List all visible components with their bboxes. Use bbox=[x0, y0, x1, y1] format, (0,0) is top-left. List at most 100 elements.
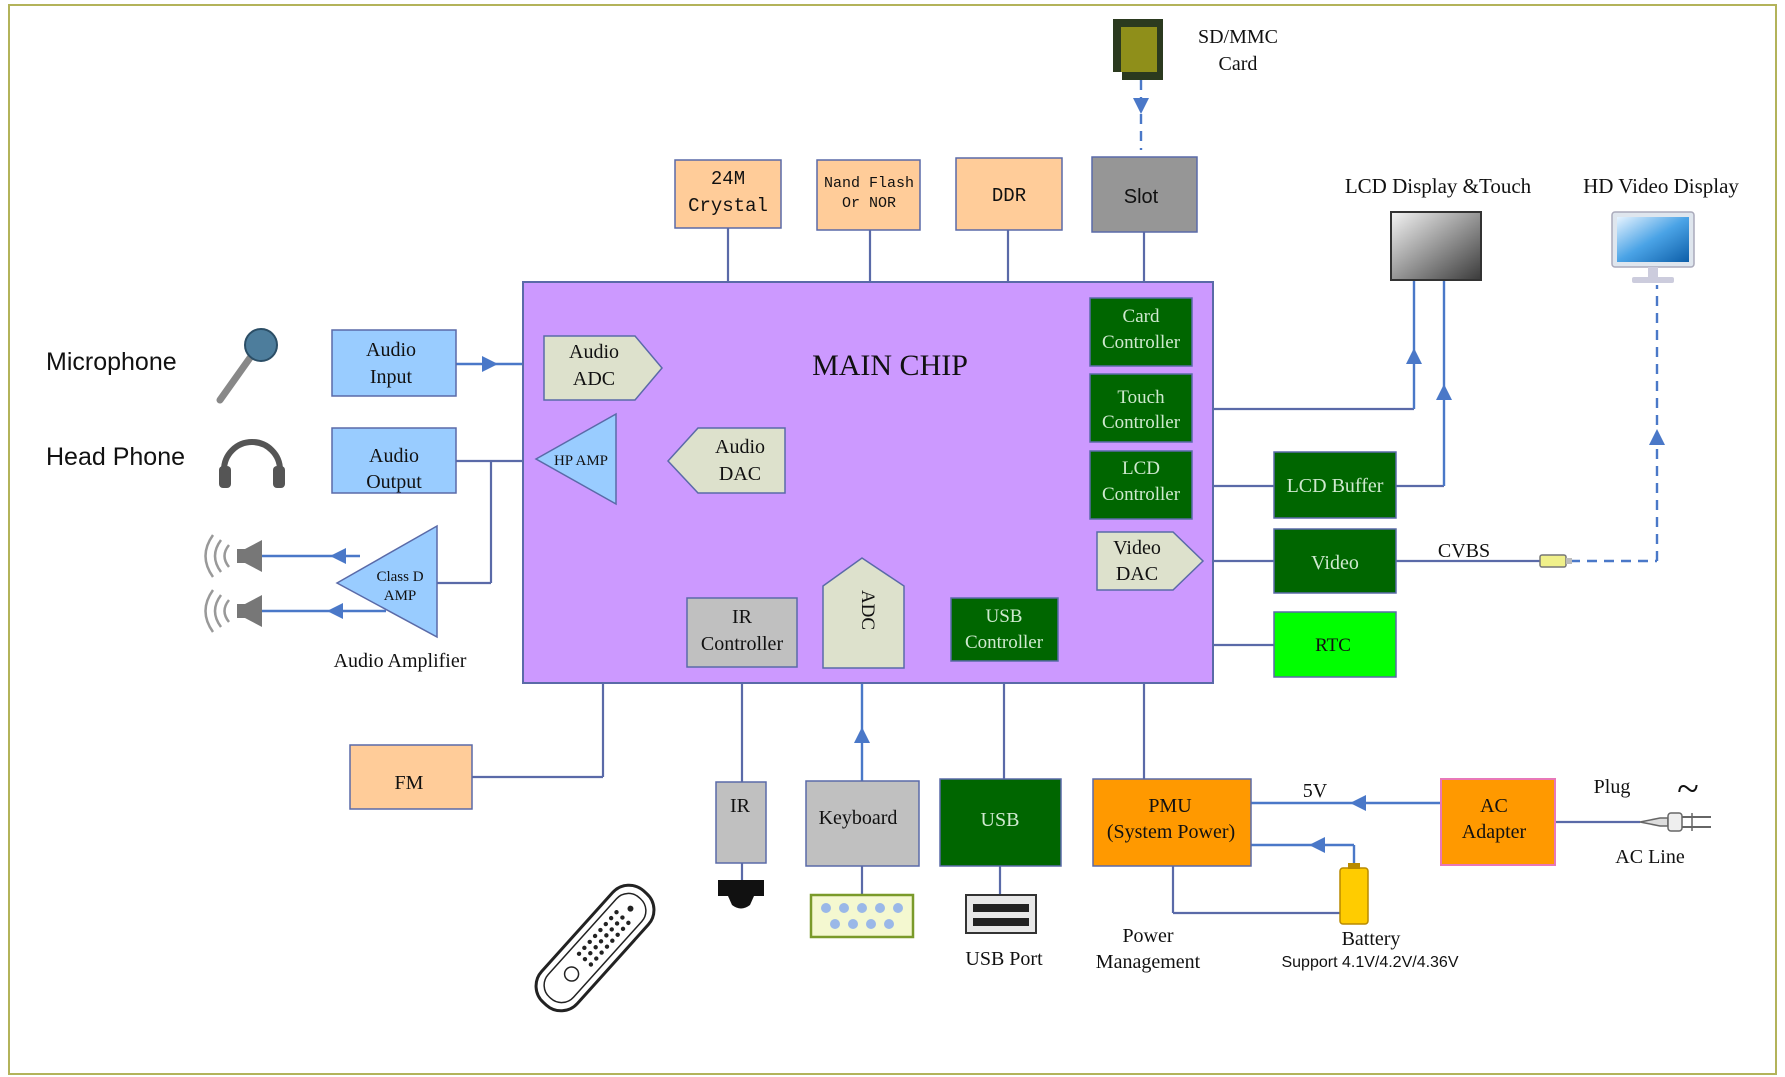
crystal-block bbox=[674, 159, 782, 229]
touch-controller-line2: Controller bbox=[1102, 412, 1181, 433]
battery-support-label: Support 4.1V/4.2V/4.36V bbox=[1281, 954, 1458, 971]
lcd-buffer-label: LCD Buffer bbox=[1287, 475, 1384, 497]
adc-block bbox=[822, 557, 905, 669]
ir-sensor-icon bbox=[718, 880, 764, 909]
ir-label: IR bbox=[730, 795, 751, 817]
ac-adapter-block bbox=[1440, 778, 1556, 866]
nand-line2: Or NOR bbox=[842, 195, 896, 212]
touch-controller-line1: Touch bbox=[1117, 387, 1165, 408]
card-controller-line2: Controller bbox=[1102, 332, 1181, 353]
arrow-speaker-2 bbox=[327, 603, 343, 619]
ddr-block bbox=[955, 157, 1063, 231]
arrow-speaker-1 bbox=[330, 548, 346, 564]
pmu-block bbox=[1092, 778, 1252, 867]
audio-dac-line2: DAC bbox=[719, 463, 761, 485]
arrow-5v bbox=[1350, 795, 1366, 811]
microphone-icon bbox=[216, 328, 278, 404]
cvbs-label: CVBS bbox=[1438, 540, 1490, 562]
lcd-display-label: LCD Display &Touch bbox=[1345, 174, 1532, 198]
audio-output-block bbox=[331, 427, 457, 494]
usb-controller-block bbox=[950, 597, 1059, 662]
arrow-buffer bbox=[1436, 384, 1452, 400]
lcd-controller-line2: Controller bbox=[1102, 484, 1181, 505]
lcd-controller-line1: LCD bbox=[1122, 458, 1160, 479]
hd-display-label: HD Video Display bbox=[1583, 174, 1739, 198]
remote-control-icon bbox=[534, 883, 656, 1013]
pmu-line2: (System Power) bbox=[1107, 821, 1235, 843]
speaker-icon bbox=[204, 589, 262, 633]
usb-port-label: USB Port bbox=[965, 948, 1043, 970]
class-d-amp-block bbox=[335, 524, 438, 639]
slot-label: Slot bbox=[1124, 186, 1159, 208]
ac-adapter-line1: AC bbox=[1480, 795, 1508, 817]
arrow-touch bbox=[1406, 348, 1422, 364]
audio-adc-line2: ADC bbox=[573, 368, 615, 390]
audio-output-line2: Output bbox=[366, 471, 422, 493]
ddr-label: DDR bbox=[992, 185, 1026, 207]
ir-controller-block bbox=[686, 597, 798, 668]
headphone-label: Head Phone bbox=[46, 443, 185, 471]
arrow-sd bbox=[1133, 98, 1149, 114]
video-dac-line1: Video bbox=[1113, 537, 1161, 559]
audio-adc-block bbox=[543, 335, 663, 401]
audio-dac-block bbox=[666, 427, 786, 494]
audio-input-block bbox=[331, 329, 457, 397]
class-d-amp-line2: AMP bbox=[384, 588, 417, 604]
keypad-icon bbox=[809, 893, 915, 939]
usb-label: USB bbox=[981, 809, 1020, 831]
arrow-battery bbox=[1309, 837, 1325, 853]
card-controller-line1: Card bbox=[1123, 306, 1160, 327]
ir-block bbox=[715, 781, 767, 864]
hp-amp-label: HP AMP bbox=[554, 453, 608, 469]
rtc-block bbox=[1273, 611, 1397, 678]
ac-tilde-symbol: ~ bbox=[1677, 766, 1699, 811]
speaker-icon bbox=[204, 534, 262, 578]
arrow-audio-input bbox=[482, 356, 498, 372]
audio-amplifier-label: Audio Amplifier bbox=[334, 650, 467, 672]
crystal-line2: Crystal bbox=[688, 195, 768, 217]
plug-label: Plug bbox=[1594, 776, 1631, 798]
crystal-line1: 24M bbox=[711, 168, 745, 190]
usb-controller-line2: Controller bbox=[965, 632, 1044, 653]
touch-controller-block bbox=[1089, 373, 1193, 443]
audio-output-line1: Audio bbox=[369, 445, 419, 467]
battery-label: Battery bbox=[1342, 928, 1401, 950]
microphone-label: Microphone bbox=[46, 348, 177, 376]
pmu-line1: PMU bbox=[1148, 795, 1192, 817]
keyboard-block bbox=[805, 780, 920, 867]
diagram-frame bbox=[8, 4, 1777, 1075]
audio-input-line2: Input bbox=[370, 366, 413, 388]
nand-block bbox=[816, 159, 921, 231]
ac-line-label: AC Line bbox=[1615, 846, 1685, 868]
class-d-amp-line1: Class D bbox=[376, 569, 423, 585]
keyboard-label: Keyboard bbox=[819, 807, 898, 829]
usb-port-icon bbox=[965, 894, 1037, 934]
sd-card-line2: Card bbox=[1219, 53, 1258, 75]
arrow-keyboard bbox=[854, 727, 870, 743]
card-controller-block bbox=[1089, 297, 1193, 367]
usb-controller-line1: USB bbox=[986, 606, 1023, 627]
sd-card-icon bbox=[1113, 19, 1163, 80]
ac-adapter-line2: Adapter bbox=[1462, 821, 1527, 843]
audio-input-line1: Audio bbox=[366, 339, 416, 361]
main-chip-title: MAIN CHIP bbox=[812, 349, 968, 382]
video-dac-block bbox=[1096, 531, 1205, 591]
audio-adc-line1: Audio bbox=[569, 341, 619, 363]
video-block bbox=[1273, 528, 1397, 594]
video-dac-line2: DAC bbox=[1116, 563, 1158, 585]
video-label: Video bbox=[1311, 552, 1359, 574]
hp-amp-block bbox=[534, 412, 617, 506]
ir-controller-line1: IR bbox=[732, 606, 753, 628]
arrow-hd bbox=[1649, 429, 1665, 445]
usb-block bbox=[939, 778, 1062, 867]
nand-line1: Nand Flash bbox=[824, 175, 914, 192]
lcd-display-icon bbox=[1390, 211, 1482, 281]
five-v-label: 5V bbox=[1303, 780, 1328, 802]
power-plug-icon bbox=[1639, 812, 1711, 832]
headphone-icon bbox=[219, 439, 285, 488]
ir-controller-line2: Controller bbox=[701, 633, 784, 655]
rtc-label: RTC bbox=[1315, 635, 1351, 656]
lcd-buffer-block bbox=[1273, 451, 1397, 519]
lcd-controller-block bbox=[1089, 450, 1193, 520]
adc-label: ADC bbox=[857, 590, 878, 630]
